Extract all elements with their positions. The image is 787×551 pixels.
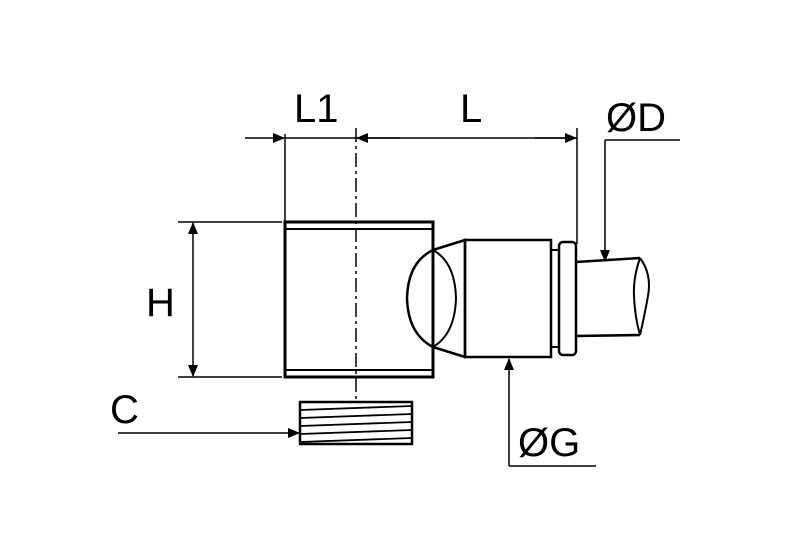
label-od: ØD	[606, 96, 666, 140]
dimension-lines	[118, 133, 610, 466]
body-block	[283, 220, 435, 379]
label-l1: L1	[294, 87, 339, 131]
label-og: ØG	[518, 421, 580, 465]
thread	[298, 400, 414, 446]
push-in-connector	[405, 238, 578, 359]
label-l: L	[460, 87, 482, 131]
tube	[575, 256, 650, 338]
label-c: C	[110, 388, 139, 432]
label-h: H	[146, 281, 175, 325]
